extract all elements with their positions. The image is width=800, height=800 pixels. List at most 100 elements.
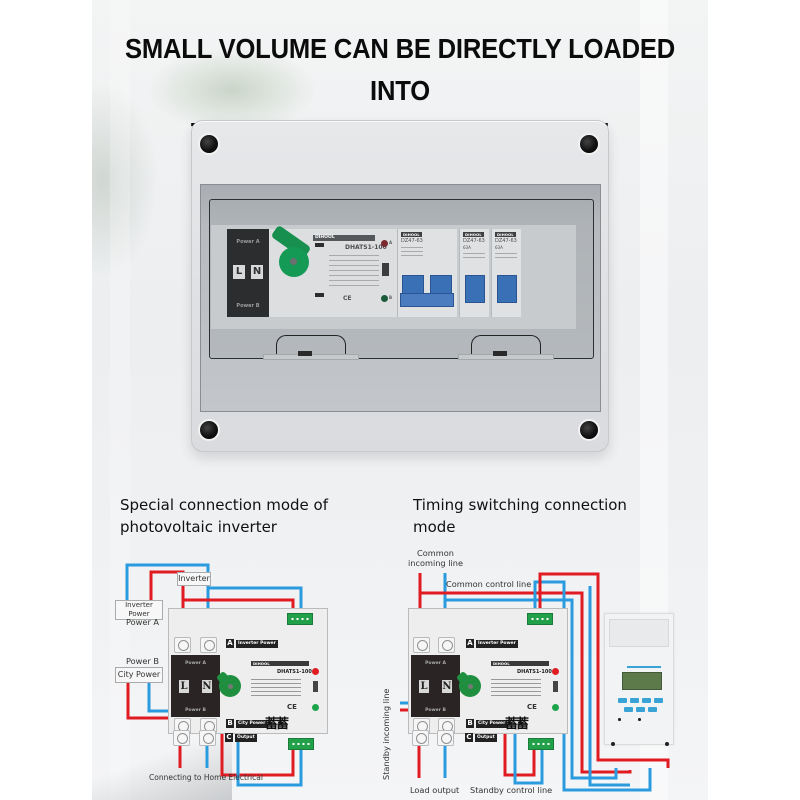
led-a-icon <box>381 240 388 247</box>
heading-line: Special connection mode of <box>120 496 328 514</box>
spec-line <box>251 691 301 692</box>
spec-line <box>401 255 423 256</box>
breaker-rating: 63A <box>463 245 471 250</box>
timer-indicator-icon <box>618 718 621 721</box>
latch-tab[interactable] <box>493 351 507 356</box>
inverter-box: Inverter <box>177 572 211 586</box>
indicator-slot <box>315 293 324 297</box>
terminal-screw-icon <box>412 730 429 746</box>
power-a-label: Power A <box>425 661 446 666</box>
ats-device-diagram: Power A L N Power B A Inverter Power DIH… <box>408 608 568 734</box>
spec-line <box>251 679 301 680</box>
timer-indicator-icon <box>638 718 641 721</box>
timer-button[interactable] <box>630 698 639 703</box>
breaker-model: DZ47-63 <box>401 238 423 244</box>
common-incoming-caption: Common incoming line <box>408 548 463 568</box>
n-key: N <box>251 265 263 279</box>
n-key: N <box>202 680 212 693</box>
spec-line <box>329 260 379 262</box>
standby-incoming-caption: Standby incoming line <box>381 688 391 780</box>
spec-line <box>491 691 541 692</box>
cert-marks: CE <box>287 703 297 711</box>
cover-latch[interactable] <box>471 335 541 357</box>
led-b-icon <box>552 704 559 711</box>
spec-line <box>329 265 379 267</box>
terminal-screw-icon <box>174 637 191 653</box>
spec-line <box>463 257 485 258</box>
tag-inverter-power: Inverter Power <box>236 640 278 648</box>
knob-center-icon <box>468 684 473 689</box>
heading-line: Timing switching connection <box>413 496 627 514</box>
model-label: DHATS1-100 <box>517 669 552 675</box>
ats-device-diagram: Power A L N Power B A Inverter Power DIH… <box>168 608 328 734</box>
ats-power-panel: Power A L N Power B <box>227 229 269 317</box>
timer-button[interactable] <box>654 698 663 703</box>
power-panel: Power A L N Power B <box>171 655 220 717</box>
timer-button[interactable] <box>648 707 657 712</box>
breaker-toggle[interactable] <box>465 275 485 303</box>
wire-neutral <box>208 586 303 608</box>
led-b-icon <box>381 295 388 302</box>
breaker-toggle[interactable] <box>497 275 517 303</box>
breaker-brand: DIHOOL <box>463 232 484 237</box>
brand-logo-icon: 蓄蓄 <box>265 717 289 732</box>
timer-button[interactable] <box>624 707 633 712</box>
led-a-label: A <box>389 240 393 245</box>
tag-output: Output <box>235 734 257 742</box>
spec-line <box>251 683 301 684</box>
terminal-screw-icon <box>200 637 217 653</box>
tag-a-key: A <box>466 639 474 648</box>
screw-icon <box>198 133 220 155</box>
power-a-caption: Power A <box>126 617 159 627</box>
breaker-model: DZ47-63 <box>495 238 517 244</box>
spec-line <box>495 257 517 258</box>
timer-button[interactable] <box>642 698 651 703</box>
control-terminal-block <box>287 613 313 625</box>
timer-accent-line <box>627 666 661 668</box>
terminal-screw-icon <box>438 637 455 653</box>
ats-faceplate: DIHOOL DHATS1-100 CE A B <box>269 224 397 317</box>
heading-line: photovoltaic inverter <box>120 518 277 536</box>
timer-button[interactable] <box>618 698 627 703</box>
box-line: Inverter <box>125 601 153 609</box>
latch-tab[interactable] <box>298 351 312 356</box>
terminal-screw-icon <box>665 742 669 746</box>
cert-marks: CE <box>527 703 537 711</box>
power-b-label: Power B <box>185 708 206 713</box>
box-line: Power <box>128 610 150 618</box>
terminal-screw-icon <box>173 730 190 746</box>
timer-button[interactable] <box>636 707 645 712</box>
caption-line: Common <box>417 548 454 558</box>
breaker-toggle-bar[interactable] <box>400 293 454 307</box>
led-a-icon <box>552 668 559 675</box>
din-rail: Power A L N Power B DIHOOL DHATS1-100 <box>211 224 576 329</box>
tag-c-key: C <box>225 733 233 742</box>
control-terminal-block <box>288 738 314 750</box>
breaker-1-pole: DIHOOL DZ47-63 63A <box>491 229 521 317</box>
heading-line: mode <box>413 518 456 536</box>
knob-center-icon <box>228 684 233 689</box>
led-a-icon <box>312 668 319 675</box>
spec-line <box>491 695 541 696</box>
spec-line <box>491 687 541 688</box>
breaker-brand: DIHOOL <box>401 232 422 237</box>
terminal-screw-icon <box>437 730 454 746</box>
timer-cover <box>609 619 669 647</box>
tag-c-key: C <box>465 733 473 742</box>
power-a-label: Power A <box>236 239 260 245</box>
tag-city-power: City Power <box>236 720 268 728</box>
spec-line <box>329 285 379 287</box>
breaker-rating: 63A <box>495 245 503 250</box>
mode-switch[interactable] <box>382 263 389 276</box>
standby-control-caption: Standby control line <box>470 785 553 795</box>
inverter-power-box: Inverter Power <box>115 600 163 620</box>
distribution-box: Power A L N Power B DIHOOL DHATS1-100 <box>191 120 609 452</box>
wire-live <box>183 598 295 608</box>
wire-live <box>538 572 670 768</box>
cover-latch[interactable] <box>276 335 346 357</box>
timer-lcd-display <box>622 672 662 690</box>
time-switch-device <box>604 613 674 746</box>
spec-line <box>329 275 379 277</box>
common-control-caption: Common control line <box>446 579 532 589</box>
